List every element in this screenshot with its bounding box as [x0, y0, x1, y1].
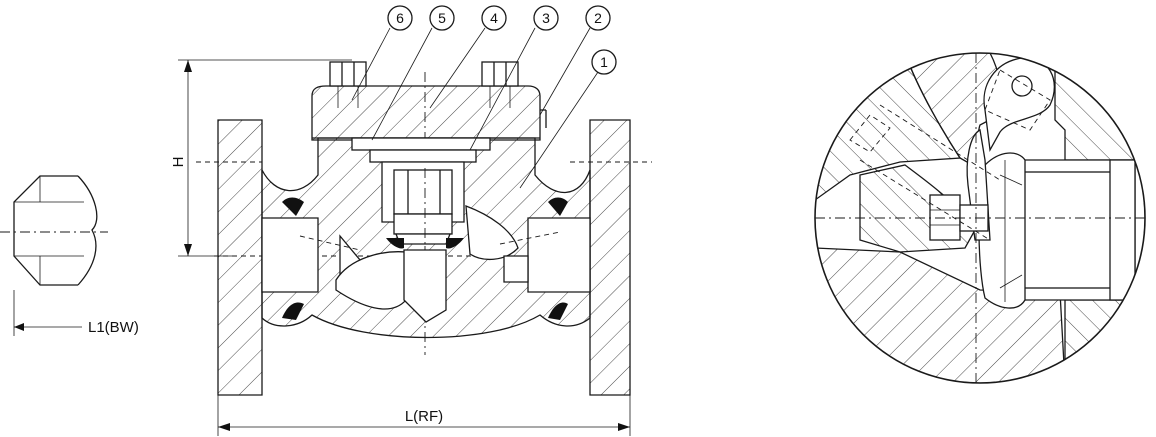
h-label: H — [170, 157, 187, 168]
part-3: 3 — [542, 10, 550, 26]
balloon-6 — [387, 5, 413, 31]
part-6: 6 — [396, 10, 404, 26]
l-label: L(RF) — [405, 408, 443, 425]
valve-section: H — [170, 5, 652, 436]
balloon-5 — [429, 5, 455, 31]
bolt-right — [481, 61, 519, 108]
l1-label: L1(BW) — [88, 319, 139, 336]
part-balloons: 6 5 4 3 2 1 — [351, 5, 617, 189]
weld-end-detail: L1(BW) — [0, 175, 139, 336]
bolt-left — [329, 61, 367, 108]
balloon-4 — [481, 5, 507, 31]
balloon-1 — [591, 49, 617, 75]
part-2: 2 — [594, 10, 602, 26]
part-5: 5 — [438, 10, 446, 26]
part-4: 4 — [490, 10, 498, 26]
part-1: 1 — [600, 54, 608, 70]
balloon-3 — [533, 5, 559, 31]
balloon-2 — [585, 5, 611, 31]
detail-circle — [814, 52, 1146, 384]
